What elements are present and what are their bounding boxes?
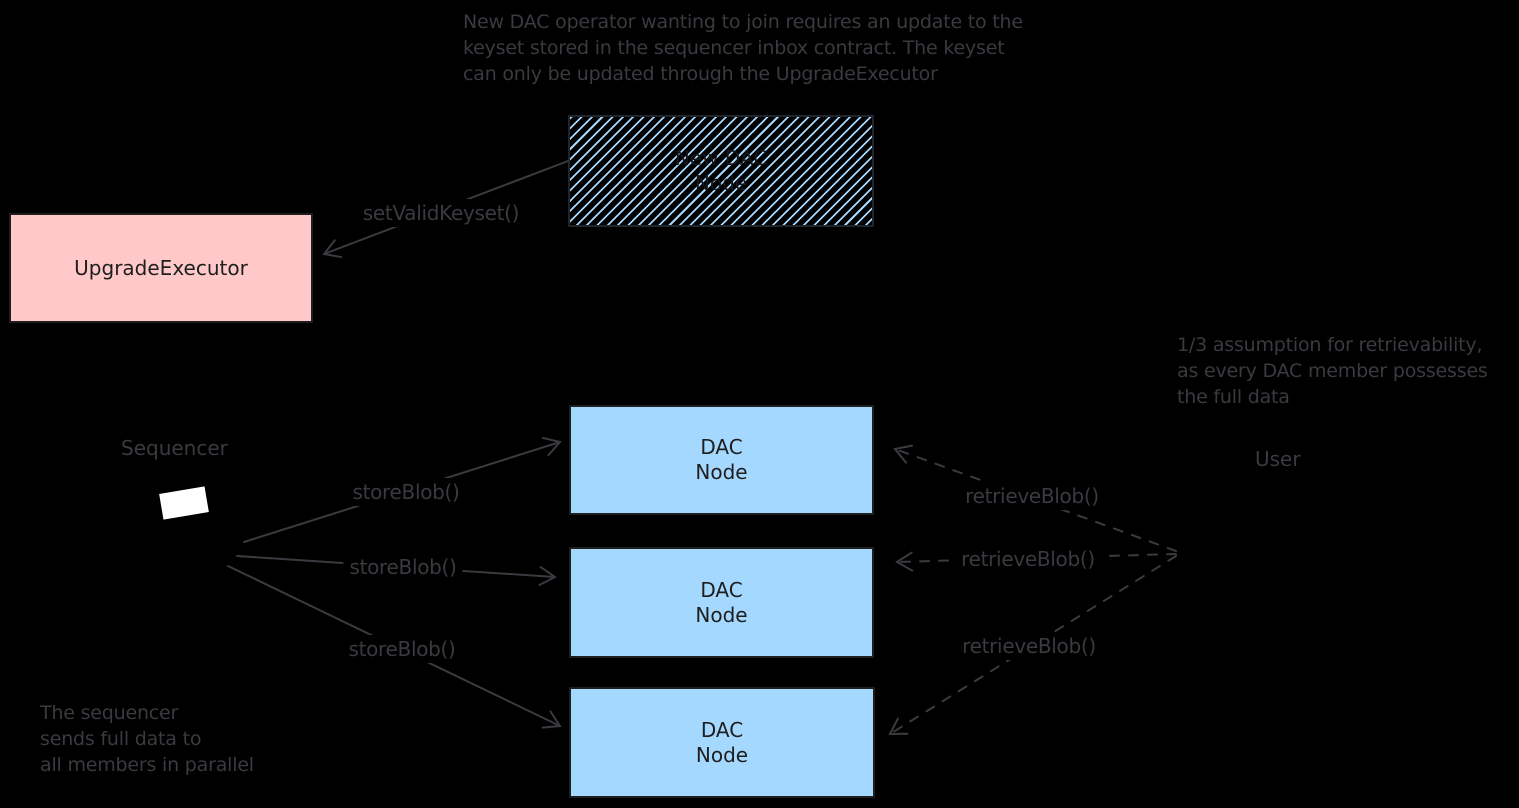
top-note-line: keyset stored in the sequencer inbox con… [463,37,1005,59]
sequencer-note-line: sends full data to [40,728,202,750]
retrieve-blob-arrow-label-3: retrieveBlob() [956,632,1102,660]
sequencer-note: The sequencer sends full data to all mem… [40,700,254,778]
assumption-note-line: as every DAC member possesses [1177,360,1488,382]
new-dac-node-box: New DAC Node [568,115,874,227]
sequencer-laptop-screen-icon [159,486,209,520]
upgrade-executor-box-label: UpgradeExecutor [74,255,248,280]
sequencer-label: Sequencer [121,436,228,460]
new-dac-node-box-label: New DAC Node [674,146,768,195]
assumption-note-line: the full data [1177,386,1290,408]
top-note-line: New DAC operator wanting to join require… [463,11,1023,33]
set-valid-keyset-arrow-label: setValidKeyset() [356,199,526,227]
store-blob-arrow-label-1: storeBlob() [346,478,466,506]
assumption-note: 1/3 assumption for retrievability, as ev… [1177,332,1488,410]
user-label: User [1255,447,1301,471]
dac-node-box-3-label: DAC Node [695,717,749,767]
top-note: New DAC operator wanting to join require… [463,9,1023,87]
dac-node-box-2-label: DAC Node [695,577,748,627]
upgrade-executor-box: UpgradeExecutor [9,213,313,323]
dac-node-box-1: DAC Node [569,405,874,515]
top-note-line: can only be updated through the UpgradeE… [463,63,938,85]
assumption-note-line: 1/3 assumption for retrievability, [1177,334,1483,356]
dac-node-box-2: DAC Node [569,547,874,658]
retrieve-blob-arrow-label-1: retrieveBlob() [959,482,1105,510]
store-blob-arrow-label-3: storeBlob() [342,635,462,663]
sequencer-note-line: The sequencer [40,702,179,724]
sequencer-note-line: all members in parallel [40,754,254,776]
dac-node-box-1-label: DAC Node [695,435,748,484]
dac-node-box-3: DAC Node [569,687,875,798]
store-blob-arrow-label-2: storeBlob() [343,553,463,581]
retrieve-blob-arrow-label-2: retrieveBlob() [955,545,1101,573]
